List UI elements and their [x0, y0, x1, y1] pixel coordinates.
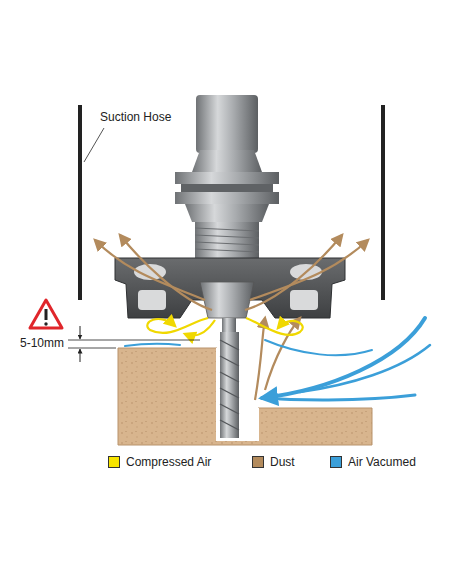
bit-flutes [220, 332, 239, 438]
holder-flange [175, 192, 279, 204]
legend-entry: Compressed Air [108, 455, 211, 469]
wood-block [118, 348, 372, 445]
dust-arrow [245, 235, 342, 310]
air-curl [246, 318, 303, 335]
leader-line [84, 128, 104, 162]
air-sweep [262, 318, 425, 398]
thread [195, 249, 259, 252]
exclamation-bar [45, 309, 48, 320]
dimension-arrow [80, 326, 81, 339]
air-curl [147, 318, 208, 333]
dimension-label: 5-10mm [20, 336, 64, 350]
thread [195, 228, 259, 231]
flute [220, 404, 239, 414]
holder-neck [185, 204, 269, 222]
legend-swatch [252, 456, 264, 468]
air-sweep [265, 340, 372, 355]
flute-spiral [220, 340, 239, 430]
hood-cutout [290, 290, 318, 310]
legend-entry: Air Vacumed [330, 455, 416, 469]
compressed-air-flow [147, 318, 302, 336]
workpiece [118, 348, 372, 445]
bit-shank [222, 318, 236, 332]
dust-arrow [120, 235, 212, 310]
threads [195, 228, 259, 252]
flute [220, 372, 239, 382]
thread [195, 235, 259, 238]
dimension-line [68, 348, 116, 349]
collet-nut [200, 282, 254, 318]
flute [220, 420, 239, 430]
legend-label: Compressed Air [126, 455, 211, 469]
legend-label: Air Vacumed [348, 455, 416, 469]
flange-groove [181, 184, 273, 192]
thread [195, 242, 259, 245]
dust-arrow [95, 240, 205, 300]
gap-dimension [68, 326, 200, 362]
dimension-line [68, 340, 200, 341]
part-name: Suction Hose [100, 110, 171, 124]
hose-wall [78, 105, 82, 300]
air-curl [185, 320, 215, 336]
collet-and-bit [200, 282, 254, 438]
dust-flow [95, 235, 368, 400]
holder-cone [192, 150, 262, 172]
air-sweep [262, 395, 415, 400]
legend-swatch [330, 456, 342, 468]
holder-taper [196, 95, 258, 153]
dimension-arrow [80, 349, 81, 362]
exclamation-dot [44, 322, 47, 325]
flute [220, 356, 239, 366]
holder-flange [175, 172, 279, 184]
legend-label: Dust [270, 455, 295, 469]
tool-holder [175, 95, 279, 280]
warning-sign [30, 300, 62, 328]
air-sweep [125, 344, 180, 346]
hose-wall [381, 105, 385, 300]
hood-cutout [138, 290, 166, 310]
legend-entry: Dust [252, 455, 295, 469]
flute [220, 340, 239, 350]
warning-triangle [30, 300, 62, 328]
legend-swatch [108, 456, 120, 468]
dust-arrow [255, 318, 265, 400]
vacuumed-air-flow [125, 318, 430, 400]
flute [220, 388, 239, 398]
